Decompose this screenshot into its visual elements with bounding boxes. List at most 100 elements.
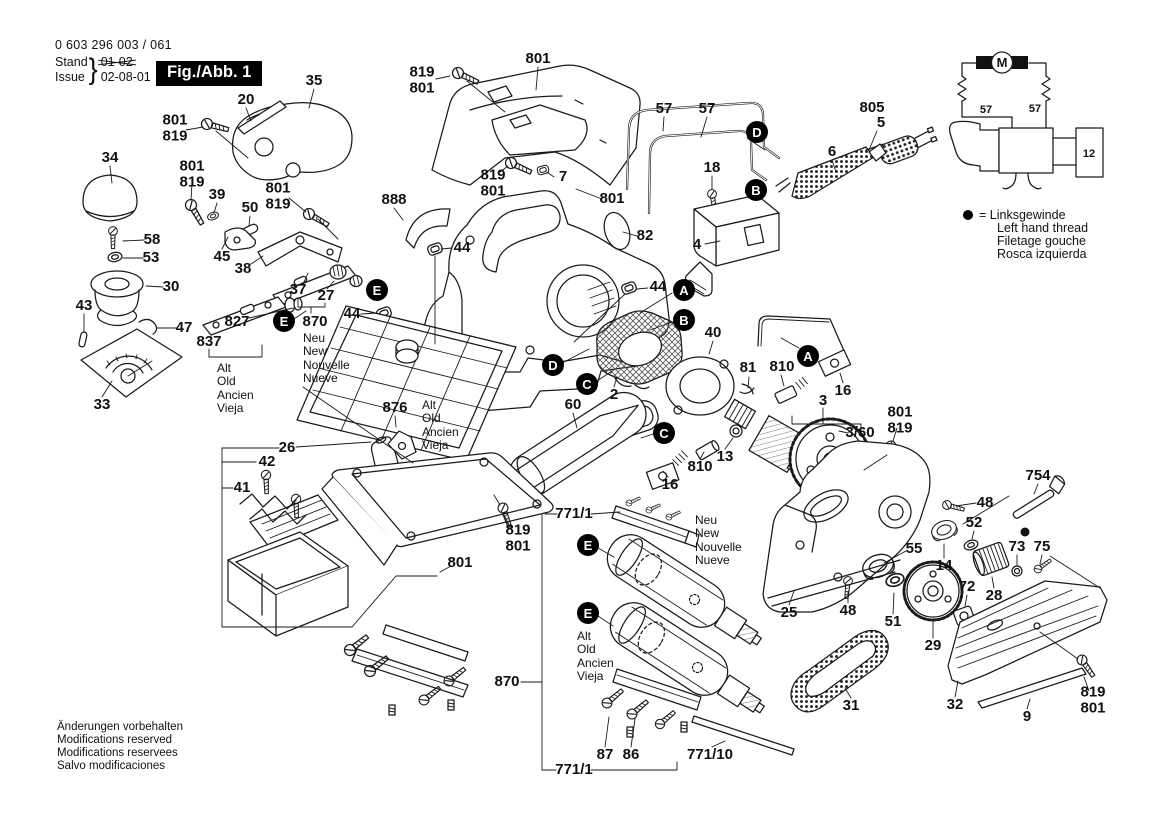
clip-47 <box>138 318 158 335</box>
type-number: 0 603 296 003 / 061 <box>55 38 172 52</box>
set-screw-b <box>447 699 455 711</box>
legend-line-2: Left hand thread <box>997 221 1089 235</box>
schematic-57-left: 57 <box>980 104 992 116</box>
set-screw-d <box>680 721 688 733</box>
cutter-drum-old <box>609 602 765 714</box>
blade-bar-screw-2 <box>644 501 662 515</box>
depth-scale-plate-33 <box>80 328 183 398</box>
handle-wire-57-outer <box>625 101 781 191</box>
module-12-box <box>1075 127 1104 178</box>
screw-75 <box>1032 556 1054 575</box>
brush-810-upper <box>774 376 808 404</box>
terminal-16-lower <box>645 462 680 490</box>
stand-value-struck: 01-02 <box>100 54 133 69</box>
screw-86 <box>624 696 651 722</box>
drive-belt-31 <box>790 629 889 713</box>
pinion-28 <box>972 541 1010 577</box>
washer-52 <box>962 537 980 553</box>
document-id-block: 0 603 296 003 / 061 Stand Issue } 01-02 … <box>55 38 172 85</box>
screw-801-819-b <box>182 196 208 228</box>
pin-43 <box>78 331 88 348</box>
clamp-screw <box>652 707 678 732</box>
planer-body-25 <box>762 440 931 613</box>
resistor-right <box>1041 75 1051 102</box>
disclaimer-line-3: Modifications reservees <box>57 747 178 759</box>
plug-sleeve-5 <box>868 143 887 162</box>
blade-bar-screw-1 <box>624 494 642 508</box>
set-screw-c <box>626 726 634 738</box>
blade-bar-screw-3 <box>664 508 682 522</box>
terminal-16-upper <box>817 349 852 377</box>
wrench-754 <box>1012 475 1066 519</box>
switch-trigger <box>949 120 1000 172</box>
screw-801-819-c <box>300 205 332 231</box>
strip-20 <box>237 100 287 135</box>
brace-glyph: } <box>88 52 98 86</box>
legend-line-3: Filetage gouche <box>997 234 1086 248</box>
knife-springs-41 <box>239 493 307 525</box>
stand-label: Stand <box>55 54 88 69</box>
plug-805 <box>868 126 938 165</box>
blade-bar-771-1 <box>611 505 700 548</box>
guide-plate-837 <box>202 296 287 336</box>
knife-bar-screw-3 <box>416 683 444 708</box>
switch-4 <box>684 194 780 297</box>
grommet-7 <box>536 164 550 176</box>
motor-symbol <box>990 51 1014 74</box>
brush-block-left <box>976 56 993 69</box>
roller-827 <box>284 297 303 313</box>
motor-letter: M <box>997 55 1008 70</box>
base-plate-801 <box>321 452 554 566</box>
screw-819-801-mid <box>503 155 534 178</box>
issue-value: 02-08-01 <box>100 69 151 84</box>
screw-819-801-top <box>450 65 481 88</box>
sole-strip-9 <box>977 667 1087 709</box>
washer-53 <box>106 250 124 264</box>
bracket-38 <box>257 231 343 267</box>
brush-810-lower <box>672 440 720 466</box>
stand-issue-block: Stand Issue } 01-02 02-08-01 <box>55 52 172 86</box>
leader-lines <box>83 66 1101 771</box>
left-hand-thread-dot-mark <box>1020 527 1030 537</box>
cutter-drum-new <box>606 534 762 646</box>
screw-48-right <box>941 499 966 515</box>
bearing-flange-40 <box>665 356 735 416</box>
bracket-876 <box>387 430 417 460</box>
left-hand-thread-dot-icon <box>963 210 973 220</box>
washer-39 <box>205 210 221 222</box>
bearing-14 <box>928 516 960 544</box>
side-cover-35 <box>231 102 353 181</box>
screw-87 <box>599 685 626 711</box>
screw-801-819-a <box>199 116 231 136</box>
brush-block-right <box>1011 56 1028 69</box>
disclaimer-line-2: Modifications reserved <box>57 734 173 746</box>
knob-base-30 <box>90 270 144 327</box>
wiring-schematic: M 12 57 57 <box>949 51 1104 190</box>
issue-label: Issue <box>55 69 85 84</box>
nut-73 <box>1011 565 1023 577</box>
figure-label: Fig./Abb. 1 <box>156 61 263 86</box>
legend-line-1: = Linksgewinde <box>963 208 1066 222</box>
front-knob-34 <box>82 174 138 222</box>
knife-bar-assembly <box>351 624 469 698</box>
belt-pulley-29 <box>902 560 964 622</box>
set-screw-a <box>388 704 396 716</box>
gasket-82 <box>603 211 631 251</box>
handle-cover-801-top <box>431 64 641 186</box>
screw-42-a <box>260 469 272 495</box>
resistor-left <box>957 75 967 102</box>
gauge-rod-771-10 <box>691 715 795 756</box>
lever-45 <box>224 227 256 251</box>
spring-wire-81 <box>739 383 755 395</box>
module-12-label: 12 <box>1083 148 1095 160</box>
field-wire-A <box>757 315 849 361</box>
legend-line-4: Rosca izquierda <box>997 247 1087 261</box>
rollers-27 <box>329 264 363 288</box>
chip-deflector-888 <box>405 208 451 249</box>
belt-cover-32 <box>947 580 1108 685</box>
dust-box <box>227 531 349 637</box>
cord-protector-6 <box>775 143 885 200</box>
clamp-bar <box>612 668 702 711</box>
